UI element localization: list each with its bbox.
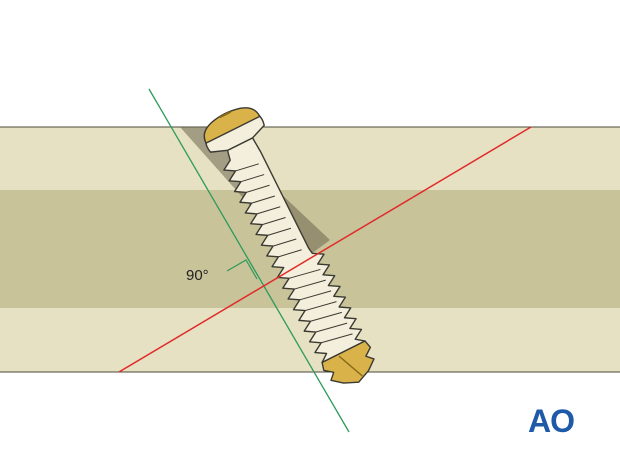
screw-head-recess [219, 111, 232, 119]
screw-thread-lines [235, 163, 353, 344]
ao-logo: AO [528, 403, 574, 439]
lag-screw [203, 107, 375, 384]
perpendicular-line [148, 88, 350, 433]
bone-cortex-top [0, 127, 620, 190]
screw-shaft [223, 137, 366, 364]
right-angle-marker-visible [226, 259, 258, 280]
angle-label: 90° [186, 267, 209, 284]
screw-tip-flute [338, 355, 363, 377]
fracture-line [118, 126, 532, 373]
screw-tip [321, 340, 375, 384]
